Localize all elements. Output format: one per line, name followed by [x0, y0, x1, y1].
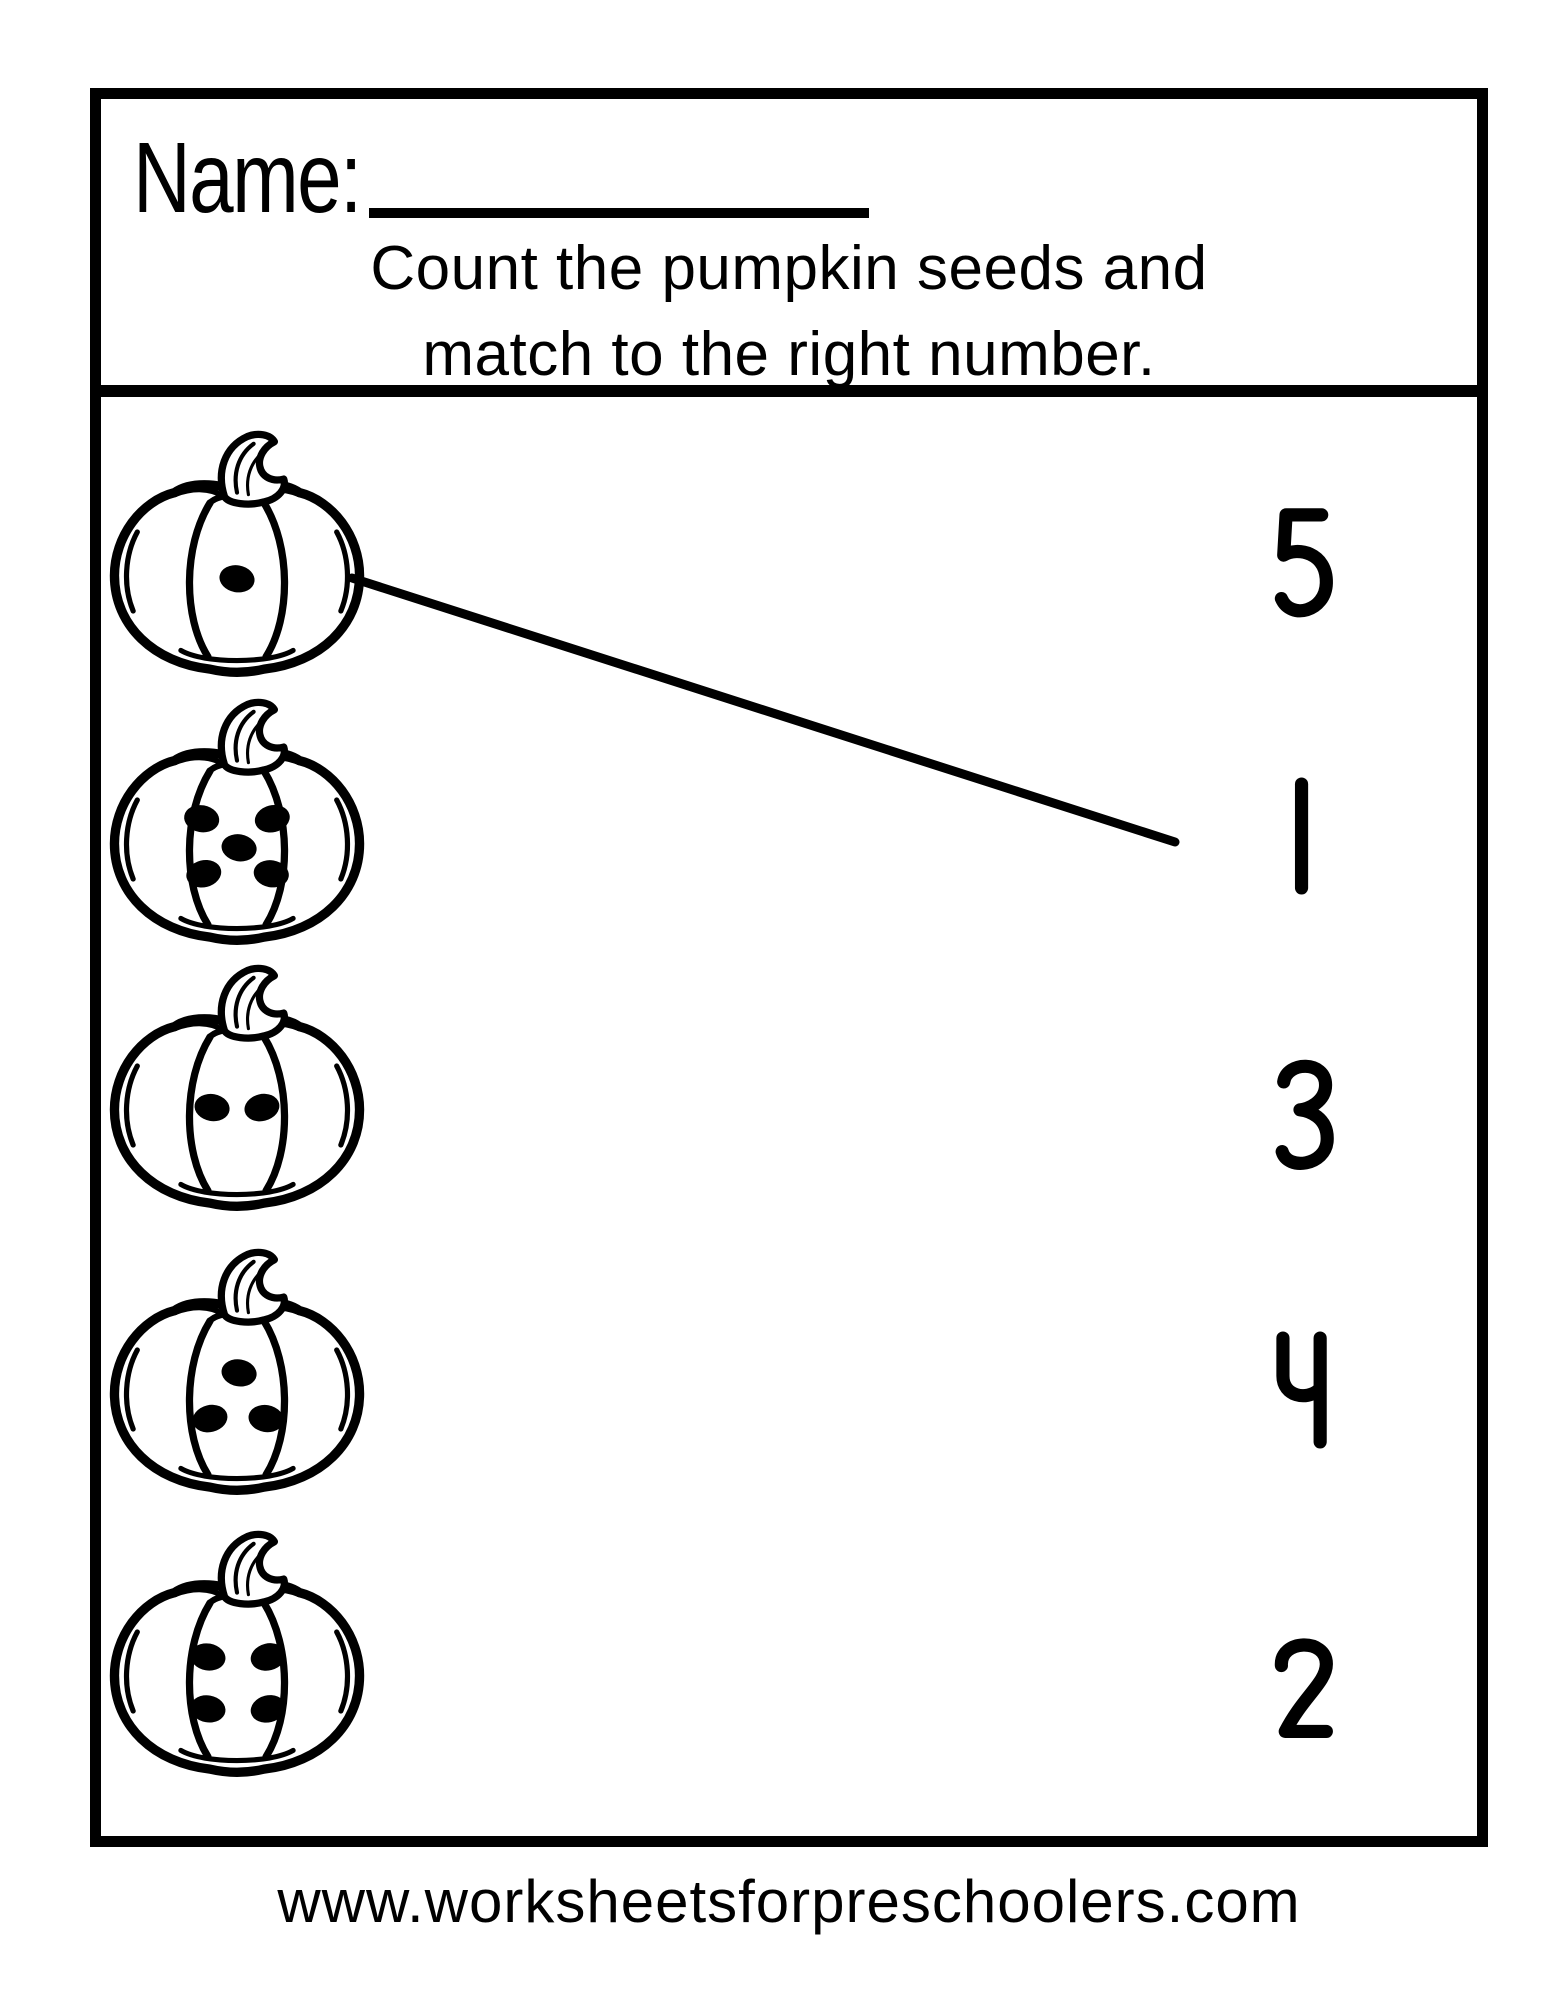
- seed-dot: [190, 1695, 226, 1723]
- footer-url: www.worksheetsforpreschoolers.com: [277, 1868, 1301, 1935]
- seeds-group: [194, 1093, 280, 1122]
- seed-dot: [192, 1404, 228, 1433]
- seed-dot: [250, 1643, 286, 1671]
- pumpkin-4-seeds[interactable]: [102, 1528, 372, 1788]
- instructions-line-1: Count the pumpkin seeds and: [370, 234, 1208, 303]
- number-option-2[interactable]: [1260, 1633, 1340, 1757]
- pumpkin-3-seeds[interactable]: [102, 1246, 372, 1506]
- seed-dot: [219, 565, 255, 593]
- pumpkin-5-seeds[interactable]: [102, 696, 372, 956]
- number-option-5[interactable]: [1260, 504, 1340, 628]
- number-option-1[interactable]: [1260, 774, 1340, 898]
- seeds-group: [192, 1359, 284, 1433]
- header-divider: [90, 385, 1488, 397]
- seed-dot: [184, 805, 220, 833]
- seed-dot: [250, 1695, 286, 1723]
- number-option-3[interactable]: [1260, 1054, 1340, 1178]
- seeds-group: [219, 565, 255, 593]
- seed-dot: [194, 1093, 230, 1122]
- seed-dot: [221, 1359, 257, 1387]
- digit-glyph: [1294, 777, 1309, 895]
- worksheet-border-box: [90, 88, 1488, 1847]
- pumpkin-2-seeds[interactable]: [102, 962, 372, 1222]
- pumpkin-icon: [109, 430, 365, 677]
- seed-dot: [221, 834, 257, 862]
- number-option-4[interactable]: [1260, 1328, 1340, 1452]
- pumpkin-1-seeds[interactable]: [102, 428, 372, 688]
- seed-dot: [190, 1643, 226, 1671]
- seed-dot: [244, 1093, 280, 1122]
- pumpkin-icon: [109, 698, 365, 945]
- instructions-line-2: match to the right number.: [422, 320, 1156, 389]
- digit-glyph: [1274, 1638, 1333, 1739]
- seed-dot: [186, 859, 222, 888]
- seed-dot: [254, 804, 290, 833]
- seeds-group: [184, 804, 290, 888]
- digit-glyph: [1276, 1331, 1327, 1449]
- seeds-group: [190, 1643, 286, 1723]
- name-blank-line[interactable]: [369, 208, 869, 218]
- pumpkin-icon: [109, 964, 365, 1211]
- pumpkin-icon: [109, 1248, 365, 1495]
- digit-glyph: [1275, 1059, 1334, 1170]
- seed-dot: [253, 860, 289, 888]
- seed-dot: [248, 1404, 284, 1433]
- digit-glyph: [1274, 508, 1333, 618]
- pumpkin-icon: [109, 1530, 365, 1777]
- name-label: Name:: [133, 122, 362, 234]
